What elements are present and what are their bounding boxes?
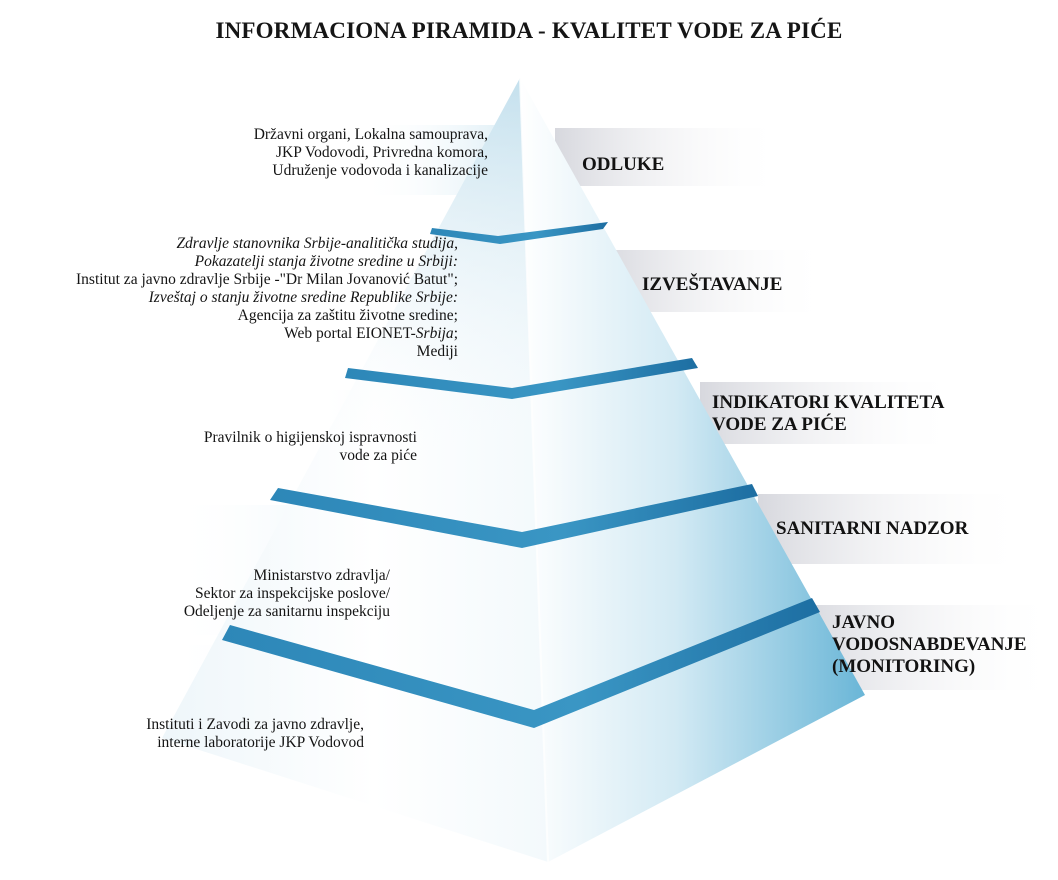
- description-line: JKP Vodovodi, Privredna komora,: [276, 144, 488, 161]
- level-description-javno: Instituti i Zavodi za javno zdravlje, in…: [146, 716, 364, 752]
- level-label-javno: JAVNO VODOSNABDEVANJE (MONITORING): [832, 612, 1027, 678]
- description-line: Web portal EIONET-Srbija;: [76, 325, 458, 343]
- level-description-sanitarni: Ministarstvo zdravlja/ Sektor za inspekc…: [184, 567, 390, 621]
- level-label-line: VODOSNABDEVANJE: [832, 634, 1027, 655]
- description-line: Izveštaj o stanju životne sredine Republ…: [148, 289, 458, 306]
- description-line: Agencija za zaštitu životne sredine;: [237, 307, 458, 324]
- level-label-line: (MONITORING): [832, 656, 976, 677]
- description-line: interne laboratorije JKP Vodovod: [157, 734, 364, 751]
- description-line: Mediji: [416, 343, 458, 360]
- description-line: Ministarstvo zdravlja/: [253, 567, 390, 584]
- label-band-sanitarni: [758, 494, 1028, 564]
- description-italic: Srbija: [415, 325, 454, 342]
- pyramid-left-tint: [162, 78, 548, 862]
- level-label-indikatori: INDIKATORI KVALITETA VODE ZA PIĆE: [712, 392, 944, 436]
- label-band-indikatori: [700, 382, 960, 444]
- level-label-line: SANITARNI NADZOR: [776, 518, 969, 539]
- description-line: Pravilnik o higijenskoj ispravnosti: [203, 429, 417, 446]
- level-description-odluke: Državni organi, Lokalna samouprava, JKP …: [254, 126, 488, 180]
- description-italic: Zdravlje stanovnika Srbije-analitička st…: [176, 235, 455, 252]
- description-line: Odeljenje za sanitarnu inspekciju: [183, 603, 390, 620]
- separator-4: [222, 598, 820, 728]
- description-line: Sektor za inspekcijske poslove/: [195, 585, 390, 602]
- level-description-indikatori: Pravilnik o higijenskoj ispravnosti vode…: [204, 429, 417, 465]
- description-line: Instituti i Zavodi za javno zdravlje,: [146, 716, 364, 733]
- label-band-odluke: [555, 128, 785, 186]
- separator-1: [430, 222, 608, 244]
- level-label-line: INDIKATORI KVALITETA: [712, 392, 945, 413]
- pyramid-ridge: [519, 77, 549, 863]
- level-separators: [222, 222, 820, 728]
- description-punct: ;: [453, 325, 458, 342]
- pyramid-right-face: [520, 78, 865, 862]
- description-line: Institut za javno zdravlje Srbije -"Dr M…: [76, 271, 458, 288]
- page-title: INFORMACIONA PIRAMIDA - KVALITET VODE ZA…: [215, 18, 843, 43]
- description-line: Državni organi, Lokalna samouprava,: [253, 126, 488, 143]
- pyramid-body: [162, 77, 865, 863]
- description-punct: ,: [454, 235, 458, 252]
- level-label-sanitarni: SANITARNI NADZOR: [776, 518, 968, 540]
- level-description-izvestavanje: Zdravlje stanovnika Srbije-analitička st…: [76, 235, 458, 361]
- description-line: Pokazatelji stanja životne sredine u Srb…: [194, 253, 458, 270]
- separator-3: [270, 484, 758, 548]
- description-line: Zdravlje stanovnika Srbije-analitička st…: [76, 235, 458, 253]
- separator-2: [345, 358, 698, 399]
- description-line: Udruženje vodovoda i kanalizacije: [272, 162, 488, 179]
- level-label-izvestavanje: IZVEŠTAVANJE: [642, 274, 782, 296]
- level-label-line: ODLUKE: [582, 154, 665, 175]
- description-text: Web portal EIONET-: [284, 325, 416, 342]
- level-label-odluke: ODLUKE: [582, 154, 664, 176]
- level-label-line: JAVNO: [832, 612, 895, 633]
- level-label-line: VODE ZA PIĆE: [712, 414, 847, 435]
- description-line: vode za piće: [339, 447, 417, 464]
- level-label-line: IZVEŠTAVANJE: [642, 274, 783, 295]
